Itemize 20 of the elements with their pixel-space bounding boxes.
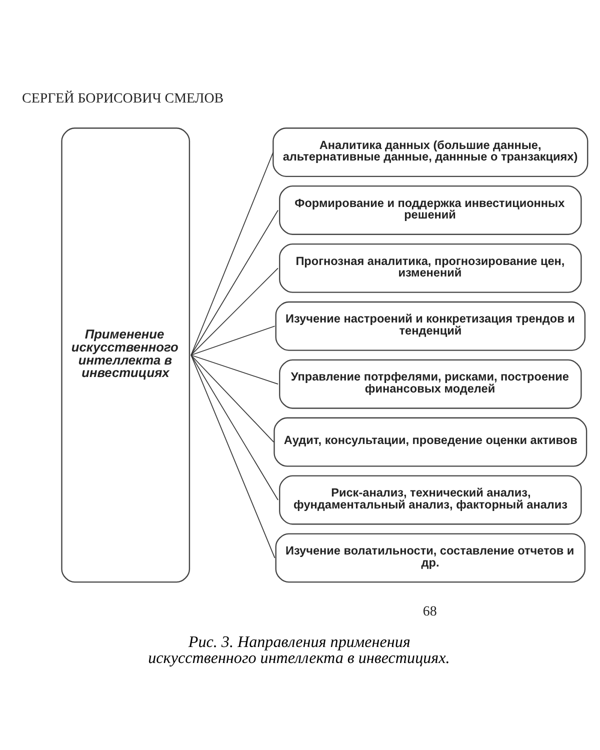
connector — [190, 354, 278, 384]
connector — [190, 267, 278, 356]
node-box: Изучение волатильности, составление отчетов и др. — [275, 532, 586, 582]
node-box: Риск-анализ, технический анализ, фундаментальный анализ, факторный анализ — [279, 474, 582, 524]
caption: Рис. 3. Направления применения искусственного интеллекта в инвестициях. — [148, 634, 450, 667]
node-box: Прогнозная аналитика, прогнозирование цен, изменений — [279, 242, 582, 292]
connector — [190, 325, 276, 356]
label: 68 — [422, 604, 437, 619]
connector — [190, 354, 278, 500]
node-box: Аналитика данных (большие данные, альтернативные данные, даннные о транзакциях) — [272, 127, 588, 176]
connector — [190, 209, 278, 356]
node-box: Изучение настроений и конкретизация трендов и тенденций — [275, 300, 586, 350]
node-box: Формирование и поддержка инвестиционных решений — [279, 185, 582, 234]
connector — [190, 354, 276, 558]
connector — [190, 151, 274, 356]
label: СЕРГЕЙ БОРИСОВИЧ СМЕЛОВ — [22, 90, 224, 106]
connector — [190, 354, 274, 442]
node-box: Управление потрфелями, рисками, построение финансовых моделей — [279, 358, 582, 408]
node-box: Аудит, консультации, проведение оценки активов — [274, 416, 588, 466]
node-box: Применение искусственного интеллекта в инвестициях — [61, 127, 190, 582]
